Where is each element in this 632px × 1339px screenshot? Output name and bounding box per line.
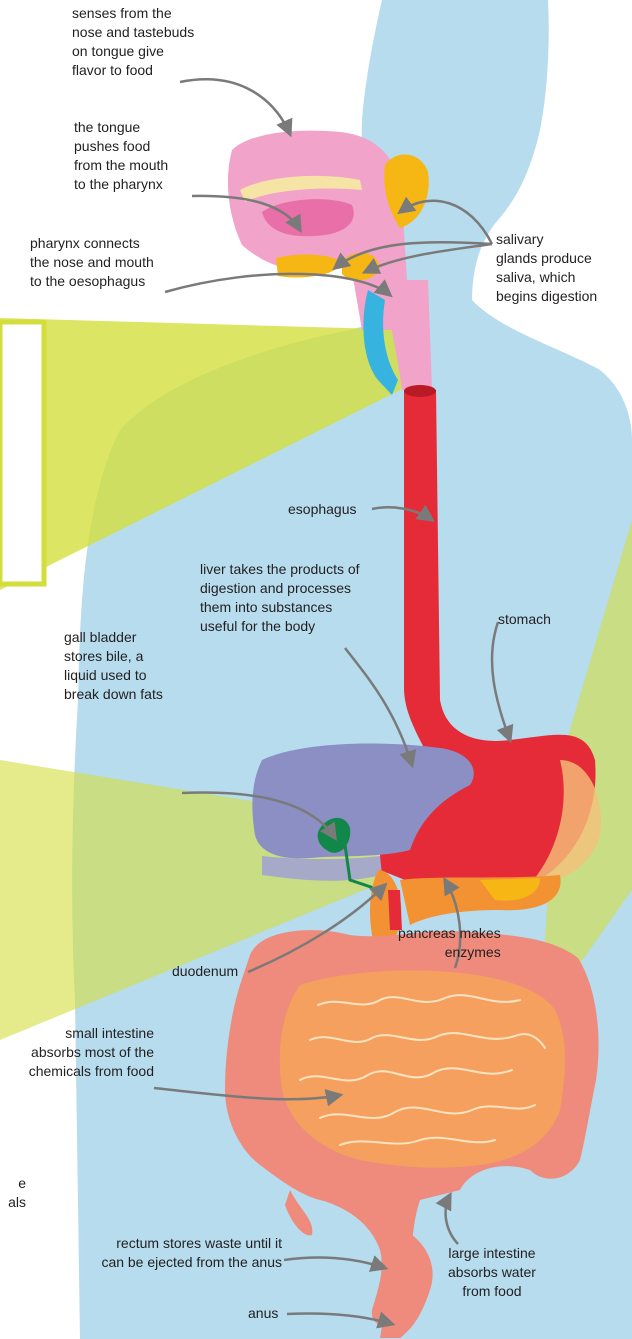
label-pharynx: pharynx connects the nose and mouth to t… [30,234,154,291]
liver-lower [262,856,382,881]
label-duodenum: duodenum [172,962,238,981]
label-small-intestine: small intestine absorbs most of the chem… [0,1024,154,1081]
label-pancreas: pancreas makes enzymes [398,924,501,962]
label-liver: liver takes the products of digestion an… [200,560,360,636]
label-large-intestine: large intestine absorbs water from food [448,1244,536,1301]
label-anus: anus [248,1304,278,1323]
arrow-senses [180,79,290,134]
label-cut-off: e als [0,1174,26,1212]
label-rectum: rectum stores waste until it can be ejec… [60,1234,282,1272]
oesophagus-top [404,385,436,397]
label-senses: senses from the nose and tastebuds on to… [72,4,194,80]
label-tongue: the tongue pushes food from the mouth to… [74,118,168,194]
label-salivary-glands: salivary glands produce saliva, which be… [496,230,597,306]
small-intestine [280,971,565,1168]
label-gall-bladder: gall bladder stores bile, a liquid used … [64,628,163,704]
callout-box [0,322,44,584]
label-esophagus: esophagus [288,500,357,519]
label-stomach: stomach [498,610,551,629]
